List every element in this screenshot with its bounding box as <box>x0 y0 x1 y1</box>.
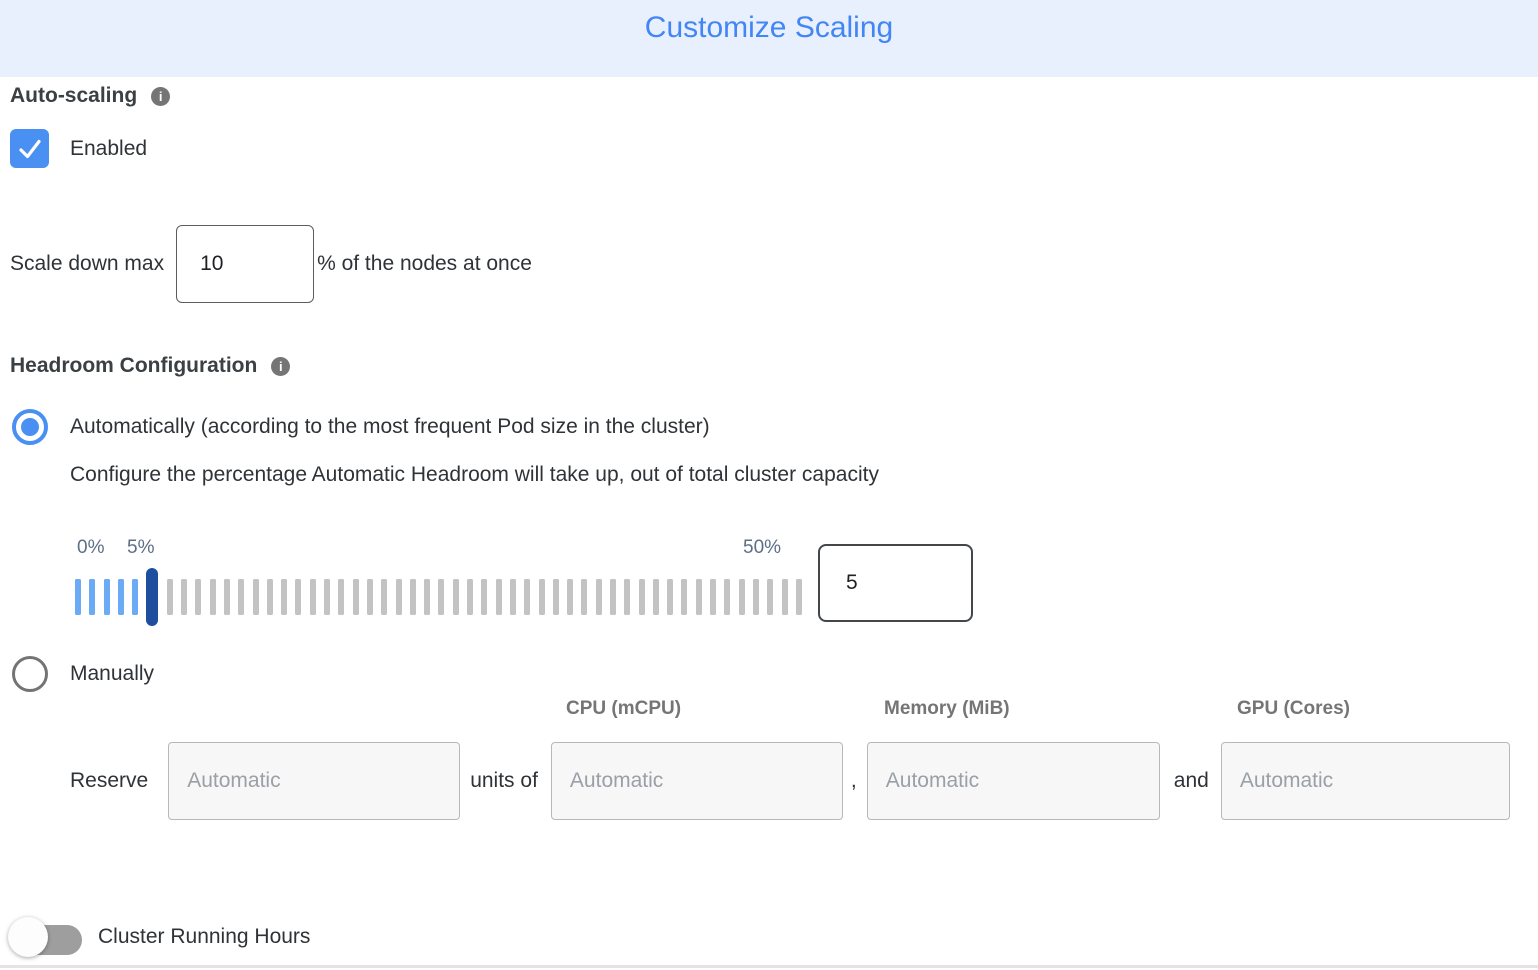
slider-tick <box>738 579 745 615</box>
scale-down-suffix: % of the nodes at once <box>317 252 532 275</box>
slider-tick <box>89 579 96 615</box>
comma-separator: , <box>850 769 857 792</box>
radio-dot <box>21 418 39 436</box>
slider-tick <box>652 579 659 615</box>
automatic-radio-label: Automatically (according to the most fre… <box>70 415 710 438</box>
slider-tick <box>238 579 245 615</box>
auto-scaling-enabled-row: Enabled <box>10 129 147 168</box>
slider-tick <box>409 579 416 615</box>
slider-tick <box>295 579 302 615</box>
slider-tick <box>103 579 110 615</box>
slider-tick <box>252 579 259 615</box>
slider-tick <box>75 579 81 615</box>
manually-radio-label: Manually <box>70 662 155 685</box>
cpu-column-header: CPU (mCPU) <box>566 698 682 719</box>
slider-tick <box>352 579 359 615</box>
slider-tick <box>609 579 616 615</box>
headroom-slider[interactable] <box>75 567 802 627</box>
slider-tick <box>595 579 602 615</box>
slider-tick <box>781 579 788 615</box>
page-title: Customize Scaling <box>644 11 894 44</box>
gpu-column-header: GPU (Cores) <box>1237 698 1350 719</box>
reserve-cpu-input[interactable] <box>550 742 843 820</box>
slider-tick <box>381 579 388 615</box>
units-of-label: units of <box>470 769 538 792</box>
reserve-count-input[interactable] <box>168 742 461 820</box>
slider-tick <box>209 579 216 615</box>
slider-tick <box>467 579 474 615</box>
slider-handle[interactable] <box>146 568 159 626</box>
headroom-slider-block: 0% 5% 50% <box>0 535 1000 630</box>
slider-tick <box>767 579 774 615</box>
slider-tick <box>681 579 688 615</box>
slider-tick <box>181 579 188 615</box>
cluster-running-hours-label: Cluster Running Hours <box>98 925 311 948</box>
slider-tick <box>795 579 802 615</box>
slider-tick <box>438 579 445 615</box>
slider-tick <box>581 579 588 615</box>
automatic-radio[interactable] <box>12 409 48 445</box>
slider-min-label: 0% <box>77 537 105 558</box>
slider-current-label: 5% <box>127 537 155 558</box>
headroom-percentage-input[interactable] <box>818 544 973 622</box>
slider-tick <box>338 579 345 615</box>
reserve-gpu-input[interactable] <box>1220 742 1510 820</box>
slider-tick <box>552 579 559 615</box>
manually-radio[interactable] <box>12 656 48 692</box>
reserve-memory-input[interactable] <box>866 742 1160 820</box>
headroom-manual-row: Manually <box>12 656 154 692</box>
slider-tick <box>481 579 488 615</box>
slider-tick <box>509 579 516 615</box>
info-icon[interactable]: i <box>151 86 171 106</box>
slider-tick <box>281 579 288 615</box>
slider-tick <box>395 579 402 615</box>
and-separator: and <box>1173 769 1209 792</box>
slider-tick <box>132 579 139 615</box>
slider-tick <box>710 579 717 615</box>
check-icon <box>18 139 41 158</box>
slider-tick <box>624 579 631 615</box>
scale-down-max-input[interactable] <box>176 225 315 303</box>
slider-tick <box>667 579 674 615</box>
slider-tick <box>324 579 331 615</box>
slider-tick <box>524 579 531 615</box>
slider-tick <box>724 579 731 615</box>
slider-tick <box>195 579 202 615</box>
auto-scaling-section-label: Auto-scaling i <box>10 84 171 108</box>
slider-tick <box>538 579 545 615</box>
bottom-divider <box>0 965 1538 968</box>
slider-tick <box>117 579 124 615</box>
slider-tick <box>752 579 759 615</box>
manual-reserve-row: Reserve units of , and <box>70 742 1510 820</box>
memory-column-header: Memory (MiB) <box>884 698 1010 719</box>
scale-down-label: Scale down max <box>10 252 165 275</box>
info-icon[interactable]: i <box>271 356 291 376</box>
dialog-header: Customize Scaling <box>0 0 1538 77</box>
slider-tick <box>452 579 459 615</box>
enabled-label: Enabled <box>70 136 148 160</box>
cluster-running-hours-toggle[interactable] <box>8 917 82 957</box>
auto-scaling-label: Auto-scaling <box>10 84 138 107</box>
slider-max-label: 50% <box>743 537 782 558</box>
automatic-headroom-description: Configure the percentage Automatic Headr… <box>70 463 879 486</box>
slider-tick <box>695 579 702 615</box>
headroom-section-label: Headroom Configuration i <box>10 354 291 378</box>
scale-down-row: Scale down max % of the nodes at once <box>10 225 532 303</box>
slider-tick <box>223 579 230 615</box>
toggle-knob[interactable] <box>8 917 48 957</box>
slider-tick <box>366 579 373 615</box>
slider-tick <box>166 579 173 615</box>
reserve-label: Reserve <box>70 769 149 792</box>
headroom-label: Headroom Configuration <box>10 354 258 377</box>
enabled-checkbox[interactable] <box>10 129 49 168</box>
slider-tick <box>309 579 316 615</box>
slider-tick <box>495 579 502 615</box>
slider-tick <box>638 579 645 615</box>
slider-tick <box>424 579 431 615</box>
headroom-automatic-row: Automatically (according to the most fre… <box>12 409 710 445</box>
slider-tick <box>266 579 273 615</box>
slider-tick <box>567 579 574 615</box>
